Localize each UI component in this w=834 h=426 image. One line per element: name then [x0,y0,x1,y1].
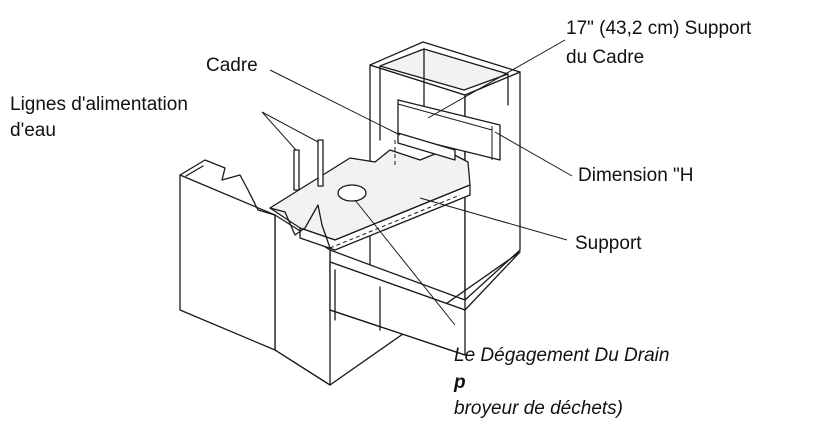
label-lignes-2: d'eau [10,120,56,141]
leader-lines [261,39,573,326]
label-degagement-2: p [453,372,466,393]
water-supply-lines [293,139,324,191]
label-support-cadre-1: 17" (43,2 cm) Support [566,18,752,39]
label-degagement-1: Le Dégagement Du Drain [454,345,669,366]
label-support-cadre-2: du Cadre [566,47,644,68]
label-support: Support [575,233,642,254]
label-degagement-3: broyeur de déchets) [454,398,623,419]
base-cabinet [179,159,521,386]
frame [269,132,471,251]
label-dimension-h: Dimension "H [578,165,694,186]
label-cadre: Cadre [206,55,258,76]
tall-cabinet [369,41,521,301]
label-lignes-1: Lignes d'alimentation [10,94,188,115]
dimension-markers [397,100,493,160]
labels: 17" (43,2 cm) Support du Cadre Cadre Lig… [10,18,752,419]
